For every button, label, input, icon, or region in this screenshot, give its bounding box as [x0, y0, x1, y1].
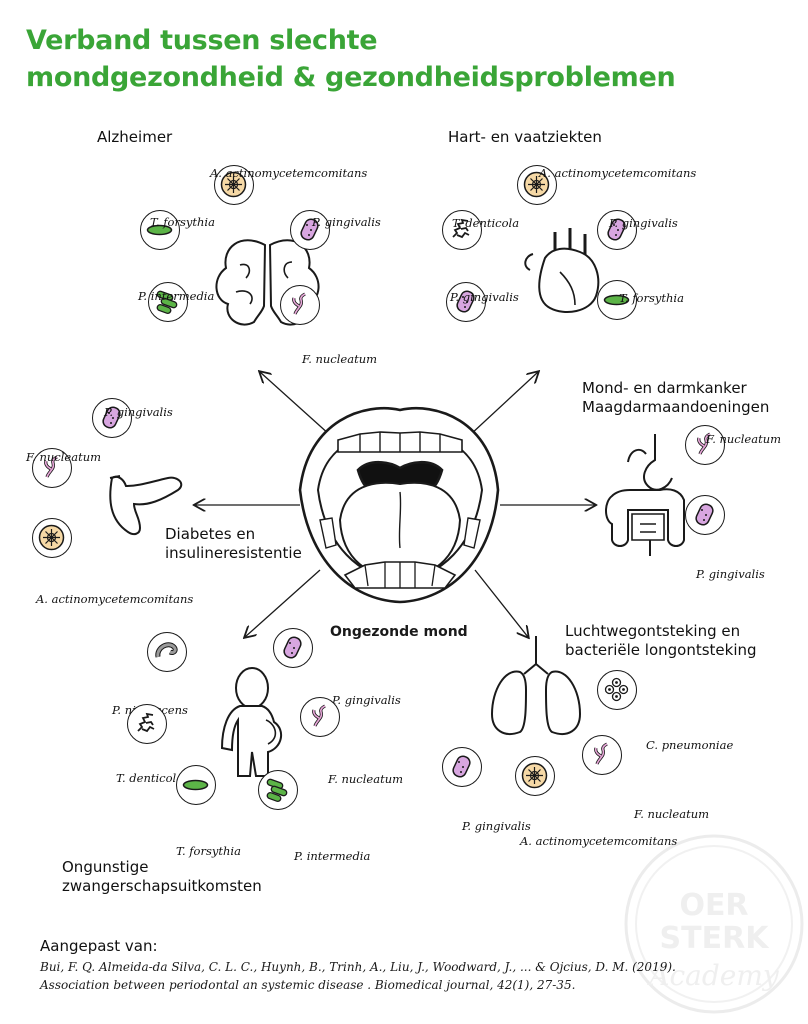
pregnancy-bacterium-tf-icon	[176, 765, 216, 805]
category-lung-line-2: bacteriële longontsteking	[565, 641, 757, 659]
category-lung: Luchtwegontsteking en bacteriële longont…	[565, 622, 757, 660]
category-diabetes-line-2: insulineresistentie	[165, 544, 302, 562]
category-diabetes-line-1: Diabetes en	[165, 525, 256, 543]
heart-illustration	[524, 228, 600, 313]
cancer-bacterium-pg-label: P. gingivalis	[696, 567, 765, 581]
center-label: Ongezonde mond	[330, 624, 468, 640]
alzheimer-bacterium-tf-label: T. forsythia	[150, 215, 215, 229]
cancer-bacterium-fn-label: F. nucleatum	[706, 432, 782, 446]
digestive-illustration	[605, 434, 685, 556]
lung-bacterium-aa-icon	[515, 756, 555, 796]
heart-bacterium-aa-icon	[517, 165, 557, 205]
source-line-2: Association between periodontal an syste…	[40, 978, 576, 992]
diabetes-bacterium-pg-label: P. gingivalis	[104, 405, 173, 419]
lung-bacterium-pg-label: P. gingivalis	[462, 819, 531, 833]
diabetes-bacterium-aa-label: A. actinomycetemcomitans	[36, 592, 194, 606]
alzheimer-bacterium-tf-icon	[140, 210, 180, 250]
diabetes-bacterium-aa-icon	[32, 518, 72, 558]
pregnancy-bacterium-pn-icon	[147, 632, 187, 672]
alzheimer-bacterium-fn-label: F. nucleatum	[302, 352, 378, 366]
title-line-1: Verband tussen slechte	[26, 25, 378, 56]
lung-bacterium-cp-label: C. pneumoniae	[646, 738, 734, 752]
arrow-pregnancy	[245, 569, 321, 637]
lung-bacterium-fn-icon	[582, 735, 622, 775]
category-cancer-line-2: Maagdarmaandoeningen	[582, 398, 770, 416]
svg-text:OER: OER	[679, 888, 748, 923]
heart-bacterium-aa-label: A. actinomycetemcomitans	[539, 166, 697, 180]
category-pregnancy: Ongunstige zwangerschapsuitkomsten	[62, 858, 262, 896]
lungs-illustration	[490, 636, 582, 735]
pregnancy-bacterium-td-icon	[127, 704, 167, 744]
category-pregnancy-line-2: zwangerschapsuitkomsten	[62, 877, 262, 895]
title-line-2: mondgezondheid & gezondheidsproblemen	[26, 62, 676, 93]
pregnancy-bacterium-pi-label: P. intermedia	[294, 849, 371, 863]
alzheimer-bacterium-aa-icon	[214, 165, 254, 205]
arrow-heart	[469, 372, 538, 436]
pregnancy-bacterium-tf-label: T. forsythia	[176, 844, 241, 858]
source-line-1: Bui, F. Q. Almeida-da Silva, C. L. C., H…	[40, 960, 676, 974]
heart-bacterium-pg-icon	[597, 210, 637, 250]
cancer-bacterium-pg-icon	[685, 495, 725, 535]
pregnant-figure-illustration	[220, 667, 283, 777]
arrow-alzheimer	[260, 372, 331, 436]
heart-bacterium-pg-label: P. gingivalis	[450, 290, 519, 304]
heart-bacterium-tf-icon	[597, 280, 637, 320]
alzheimer-bacterium-aa-label: A. actinomycetemcomitans	[210, 166, 368, 180]
pregnancy-bacterium-pi-icon	[258, 770, 298, 810]
lung-bacterium-fn-label: F. nucleatum	[634, 807, 710, 821]
heart-bacterium-tf-label: T. forsythia	[619, 291, 684, 305]
pregnancy-bacterium-fn-icon	[300, 697, 340, 737]
svg-text:STERK: STERK	[660, 921, 771, 956]
diabetes-bacterium-fn-icon	[32, 448, 72, 488]
category-pregnancy-line-1: Ongunstige	[62, 858, 149, 876]
pregnancy-bacterium-pg-label: P. gingivalis	[332, 693, 401, 707]
heart-bacterium-pg-label: P. gingivalis	[609, 216, 678, 230]
heart-bacterium-pg-icon	[446, 282, 486, 322]
lung-bacterium-cp-icon	[597, 670, 637, 710]
alzheimer-bacterium-pi-icon	[148, 282, 188, 322]
heart-bacterium-td-icon	[442, 210, 482, 250]
category-diabetes: Diabetes en insulineresistentie	[165, 525, 302, 563]
category-alzheimer: Alzheimer	[97, 128, 173, 146]
page-title: Verband tussen slechte mondgezondheid & …	[26, 22, 676, 96]
alzheimer-bacterium-pi-label: P. intermedia	[138, 289, 215, 303]
alzheimer-bacterium-pg-label: P. gingivalis	[312, 215, 381, 229]
lung-bacterium-pg-icon	[442, 747, 482, 787]
pregnancy-bacterium-fn-label: F. nucleatum	[328, 772, 404, 786]
arrow-lung	[474, 569, 528, 637]
diabetes-bacterium-fn-label: F. nucleatum	[26, 450, 102, 464]
pregnancy-bacterium-pg-icon	[273, 628, 313, 668]
heart-bacterium-td-label: T. denticola	[452, 216, 520, 230]
lung-bacterium-aa-label: A. actinomycetemcomitans	[520, 834, 678, 848]
source-heading: Aangepast van:	[40, 937, 158, 955]
diabetes-bacterium-pg-icon	[92, 398, 132, 438]
pregnancy-bacterium-td-label: T. denticola	[116, 771, 184, 785]
mouth-illustration	[298, 406, 500, 604]
svg-text:Academy: Academy	[646, 959, 780, 992]
category-lung-line-1: Luchtwegontsteking en	[565, 622, 741, 640]
cancer-bacterium-fn-icon	[685, 425, 725, 465]
alzheimer-bacterium-fn-icon	[280, 285, 320, 325]
alzheimer-bacterium-pg-icon	[290, 210, 330, 250]
pancreas-illustration	[109, 475, 183, 536]
category-heart: Hart- en vaatziekten	[448, 128, 602, 146]
category-cancer: Mond- en darmkanker Maagdarmaandoeningen	[582, 379, 769, 417]
category-cancer-line-1: Mond- en darmkanker	[582, 379, 747, 397]
